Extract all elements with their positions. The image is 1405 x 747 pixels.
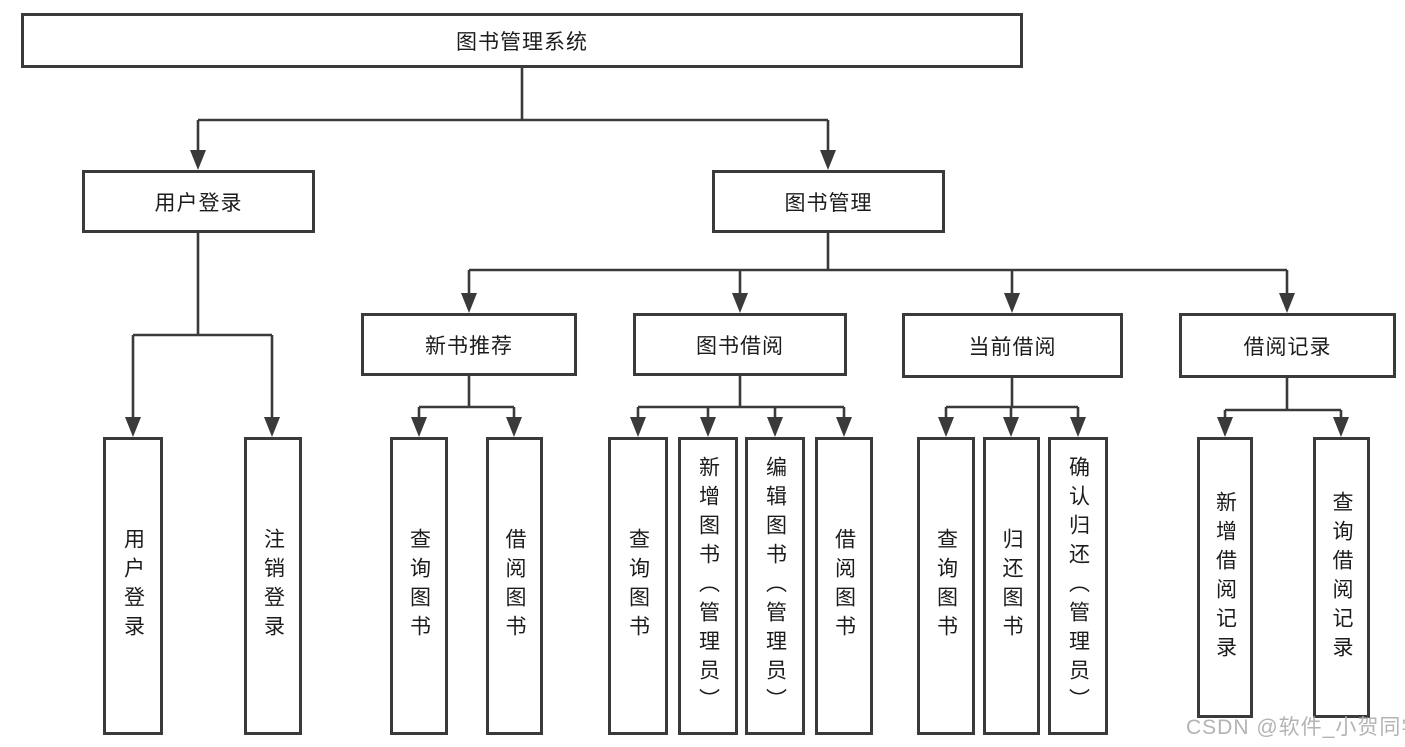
edge-book-management-to-level3 xyxy=(461,233,1295,313)
node-label: 确认归还（管理员） xyxy=(1066,455,1090,717)
node-label: 新书推荐 xyxy=(425,334,513,358)
node-user-login: 用户登录 xyxy=(82,170,315,233)
node-label: 图书管理系统 xyxy=(456,30,588,54)
node-leaf-cb-confirm-return-admin: 确认归还（管理员） xyxy=(1048,437,1108,735)
node-leaf-cb-query-books: 查询图书 xyxy=(917,437,975,735)
node-label: 图书管理 xyxy=(784,191,873,215)
node-leaf-cb-return-books: 归还图书 xyxy=(983,437,1040,735)
node-library-management-system: 图书管理系统 xyxy=(21,13,1023,68)
node-label: 编辑图书（管理员） xyxy=(763,455,787,717)
node-book-borrowing: 图书借阅 xyxy=(633,313,847,376)
node-leaf-br-query-record: 查询借阅记录 xyxy=(1313,437,1370,718)
node-label: 借阅图书 xyxy=(832,528,856,644)
node-label: 用户登录 xyxy=(121,528,145,644)
node-current-borrowing: 当前借阅 xyxy=(902,313,1123,378)
edge-user-login-to-leaves xyxy=(125,233,280,437)
node-label: 查询图书 xyxy=(407,528,431,644)
node-leaf-bb-edit-books-admin: 编辑图书（管理员） xyxy=(745,437,805,735)
node-leaf-user-login: 用户登录 xyxy=(103,437,163,735)
edge-book-borrowing-to-leaves xyxy=(630,376,852,437)
edge-borrowing-records-to-leaves xyxy=(1217,378,1349,437)
node-label: 归还图书 xyxy=(1000,528,1023,644)
node-leaf-logout: 注销登录 xyxy=(244,437,302,735)
node-leaf-bb-add-books-admin: 新增图书（管理员） xyxy=(678,437,738,735)
node-leaf-br-add-record: 新增借阅记录 xyxy=(1197,437,1253,718)
edge-current-borrowing-to-leaves xyxy=(938,378,1086,437)
edge-new-book-recommend-to-leaves xyxy=(411,376,522,437)
node-leaf-bb-query-books: 查询图书 xyxy=(608,437,668,735)
node-book-management: 图书管理 xyxy=(712,170,945,233)
node-label: 查询借阅记录 xyxy=(1330,490,1353,665)
edge-root-to-level2 xyxy=(190,68,836,170)
node-label: 查询图书 xyxy=(934,528,958,644)
node-leaf-bb-borrow-books: 借阅图书 xyxy=(815,437,873,735)
node-leaf-nbr-borrow-books: 借阅图书 xyxy=(486,437,543,735)
node-label: 用户登录 xyxy=(154,191,243,215)
node-label: 注销登录 xyxy=(261,528,285,644)
node-borrowing-records: 借阅记录 xyxy=(1179,313,1396,378)
node-leaf-nbr-query-books: 查询图书 xyxy=(390,437,448,735)
node-label: 图书借阅 xyxy=(696,334,784,358)
csdn-watermark: CSDN @软件_小贺同学 xyxy=(1186,716,1405,739)
node-label: 查询图书 xyxy=(626,528,650,644)
node-label: 新增借阅记录 xyxy=(1213,490,1237,665)
node-label: 新增图书（管理员） xyxy=(696,455,720,717)
node-label: 当前借阅 xyxy=(968,335,1057,359)
node-label: 借阅记录 xyxy=(1243,335,1332,359)
node-new-book-recommend: 新书推荐 xyxy=(361,313,577,376)
node-label: 借阅图书 xyxy=(503,528,526,644)
